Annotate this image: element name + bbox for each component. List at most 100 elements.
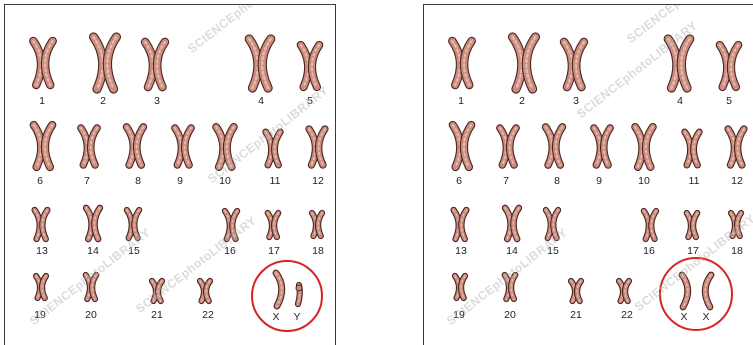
chromosome-c3	[140, 37, 170, 92]
chromosome-c16	[640, 207, 660, 243]
chromosome-c21	[148, 277, 166, 305]
chromosome-c1	[448, 36, 476, 90]
chromosome-c14	[82, 204, 104, 243]
chromosome-c6	[448, 120, 476, 172]
chromosome-c12	[305, 125, 329, 169]
sex-chromosome-highlight-circle	[251, 260, 323, 332]
chromosome-label-c19: 19	[34, 309, 46, 321]
chromosome-label-c7: 7	[84, 175, 90, 187]
chromosome-label-c9: 9	[177, 175, 183, 187]
chromosome-c22	[196, 277, 214, 305]
chromosome-label-c2: 2	[100, 95, 106, 107]
chromosome-label-c8: 8	[554, 175, 560, 187]
chromosome-c14	[501, 204, 523, 243]
chromosome-label-c17: 17	[687, 245, 699, 257]
chromosome-c18	[308, 209, 326, 240]
chromosome-label-c14: 14	[87, 245, 99, 257]
chromosome-label-c11: 11	[269, 175, 281, 187]
chromosome-label-c22: 22	[621, 309, 633, 321]
chromosome-c10	[212, 123, 238, 171]
chromosome-label-c1: 1	[458, 95, 464, 107]
chromosome-label-c19: 19	[453, 309, 465, 321]
chromosome-c17	[264, 209, 282, 241]
chromosome-label-sx1: X	[272, 311, 280, 323]
chromosome-c20	[82, 271, 100, 303]
chromosome-c19	[451, 272, 469, 302]
chromosome-label-c20: 20	[85, 309, 97, 321]
chromosome-label-c11: 11	[688, 175, 700, 187]
chromosome-label-c7: 7	[503, 175, 509, 187]
chromosome-sx1	[678, 271, 692, 311]
chromosome-c7	[77, 124, 101, 169]
chromosome-c22	[615, 277, 633, 305]
chromosome-c17	[683, 209, 701, 241]
chromosome-c4	[244, 34, 276, 93]
chromosome-c9	[590, 124, 614, 169]
chromosome-label-c2: 2	[519, 95, 525, 107]
chromosome-c12	[724, 125, 748, 169]
chromosome-c13	[450, 206, 470, 243]
chromosome-label-sx1: X	[680, 311, 688, 323]
chromosome-sx2	[701, 271, 715, 311]
chromosome-label-c3: 3	[154, 95, 160, 107]
chromosome-label-c5: 5	[726, 95, 732, 107]
chromosome-label-c8: 8	[135, 175, 141, 187]
chromosome-sx1	[272, 269, 286, 310]
chromosome-label-c12: 12	[731, 175, 743, 187]
chromosome-label-c4: 4	[258, 95, 264, 107]
chromosome-c21	[567, 277, 585, 305]
chromosome-label-c4: 4	[677, 95, 683, 107]
chromosome-c6	[29, 120, 57, 172]
chromosome-label-c12: 12	[312, 175, 324, 187]
chromosome-label-c10: 10	[219, 175, 231, 187]
chromosome-c8	[541, 123, 567, 169]
chromosome-label-c14: 14	[506, 245, 518, 257]
chromosome-label-c22: 22	[202, 309, 214, 321]
chromosome-label-c17: 17	[268, 245, 280, 257]
chromosome-c11	[681, 128, 703, 169]
chromosome-label-c13: 13	[36, 245, 48, 257]
chromosome-label-c6: 6	[37, 175, 43, 187]
chromosome-c15	[123, 206, 143, 242]
chromosome-label-c15: 15	[128, 245, 140, 257]
chromosome-label-c18: 18	[312, 245, 324, 257]
chromosome-sx2	[294, 281, 303, 308]
chromosome-c7	[496, 124, 520, 169]
chromosome-c2	[88, 32, 122, 94]
chromosome-c11	[262, 128, 284, 169]
chromosome-label-c18: 18	[731, 245, 743, 257]
male-chromosome-drawing	[29, 32, 329, 332]
chromosome-label-c20: 20	[504, 309, 516, 321]
chromosome-label-c15: 15	[547, 245, 559, 257]
chromosome-label-c6: 6	[456, 175, 462, 187]
chromosome-c15	[542, 206, 562, 242]
chromosome-label-c3: 3	[573, 95, 579, 107]
chromosome-c5	[715, 40, 743, 92]
chromosome-c13	[31, 206, 51, 243]
chromosome-label-c21: 21	[570, 309, 582, 321]
chromosome-c4	[663, 34, 695, 93]
chromosome-c9	[171, 124, 195, 169]
sex-chromosome-highlight-circle	[659, 257, 733, 331]
chromosome-label-c5: 5	[307, 95, 313, 107]
chromosome-label-c16: 16	[643, 245, 655, 257]
female-chromosome-drawing	[448, 32, 748, 331]
chromosome-c16	[221, 207, 241, 243]
chromosome-c10	[631, 123, 657, 171]
chromosome-c5	[296, 40, 324, 92]
chromosome-label-c21: 21	[151, 309, 163, 321]
chromosome-label-sx2: X	[702, 311, 710, 323]
chromosome-label-c10: 10	[638, 175, 650, 187]
chromosome-label-c1: 1	[39, 95, 45, 107]
chromosome-c3	[559, 37, 589, 92]
chromosome-c19	[32, 272, 50, 302]
chromosome-label-c16: 16	[224, 245, 236, 257]
chromosome-label-c13: 13	[455, 245, 467, 257]
chromosome-c8	[122, 123, 148, 169]
chromosome-c1	[29, 36, 57, 90]
chromosome-c18	[727, 209, 745, 240]
chromosome-c2	[507, 32, 541, 94]
chromosome-label-c9: 9	[596, 175, 602, 187]
